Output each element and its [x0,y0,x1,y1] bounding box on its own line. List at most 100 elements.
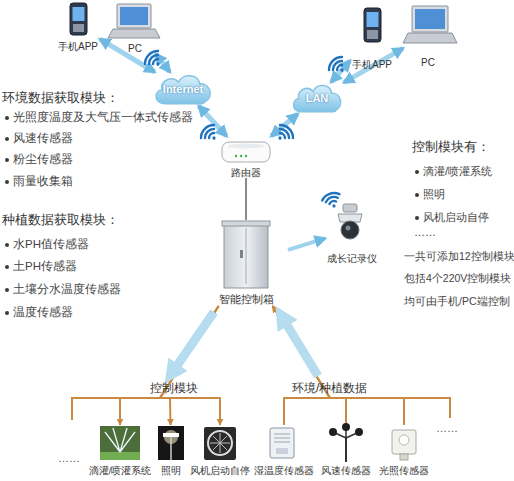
router-light [245,155,247,157]
camera-node: 成长记录仪 [325,196,379,264]
router-node: 路由器 [218,136,274,178]
list-item: 风速传感器 [13,132,73,146]
cloud-outline [156,76,210,104]
camera-mount [343,204,357,212]
light-sensor-photo [392,430,416,460]
phone-body [70,3,87,35]
sensor-mount [400,454,408,460]
list-item: 温度传感器 [13,306,73,320]
network-cloud: LAN [290,82,344,114]
controller-node: 智能控制箱 [204,220,288,306]
camera-dome [341,221,359,239]
laptop-lid [412,6,448,32]
wifi-symbol [142,48,165,71]
lamp-head [163,433,179,437]
bus-connector [273,306,404,425]
phone-icon [70,3,87,35]
device-node: 手机APP [56,0,100,52]
router-light [240,155,242,157]
router-light [235,155,237,157]
bus-connector [160,306,220,425]
laptop-icon [403,6,457,43]
wifi-dot [340,68,345,73]
phone-screen [73,7,85,21]
photo-ground [100,452,140,460]
bullet [415,170,419,174]
section-heading: 环境数据获取模块： [2,90,119,106]
fan-housing [204,427,236,460]
bus-connector [120,306,219,425]
bullet [5,180,9,184]
router-icon [222,142,270,162]
ellipsis: …… [58,452,80,465]
laptop-base [108,29,160,38]
network-link [156,54,170,72]
list-item: 滴灌/喷灌系统 [423,165,492,178]
network-link [100,39,155,72]
node-label: 光照传感器 [379,466,429,477]
wifi-arc [198,122,214,138]
note-text: 包括4个220V控制模块 [404,272,511,285]
cabinet-icon [222,221,270,288]
anemometer-cup [329,428,337,436]
node-label: 路由器 [231,167,261,179]
wifi-symbol [321,191,343,211]
list-item: 水PH值传感器 [13,238,89,252]
section-heading: 控制模块有： [412,140,490,155]
sensor-housing [392,430,416,454]
ellipsis: …… [436,422,458,435]
cabinet-handle [240,250,243,258]
network-link [344,48,403,82]
list-item: 粉尘传感器 [13,153,73,167]
wifi-dot [332,204,336,208]
sensor-vents [274,434,290,442]
node-label: PC [128,43,142,55]
wifi-symbol [326,54,349,77]
node-label: 智能控制箱 [219,293,274,306]
bullet [5,137,9,141]
node-label: 风机启动自停 [190,466,250,477]
node-label: 照明 [161,466,181,477]
bus-wire [72,398,120,420]
wifi-arc [280,122,296,138]
wifi-arc [326,54,342,70]
device-node: PC [112,0,158,54]
bullet [415,193,419,197]
bullet [5,265,9,269]
cable-link [245,178,247,220]
bullet [5,311,9,315]
node-label: 手机APP [352,59,392,71]
bus-connector [273,306,346,425]
list-item: 光照度温度及大气压一体式传感器 [13,111,193,125]
control-device: 照明 [156,425,186,477]
node-label: PC [421,57,435,69]
ellipsis: …… [414,226,436,239]
list-item: 土PH传感器 [13,260,77,274]
photo-background [158,426,184,460]
section-heading: 种植数据获取模块： [2,212,119,228]
control-device: 滴灌/喷灌系统 [86,425,154,477]
anemometer-cup [342,423,350,431]
laptop-base [403,33,457,43]
wifi-arc [142,48,158,64]
camera-lens [346,226,351,231]
bus-label: 环境/种植数据 [292,381,367,395]
sprinkler-photo [100,426,140,460]
network-cloud: Internet [152,72,214,106]
camera-icon [338,204,362,239]
fan-photo [204,427,236,460]
anemometer-pole [345,438,347,462]
list-item: 土壤分水温度传感器 [13,283,121,297]
wifi-dot [212,136,217,141]
fan-ring [208,431,232,455]
node-label: 湿温度传感器 [254,466,314,477]
lamp-post [170,437,172,460]
humidity-sensor-photo [270,428,294,458]
bus-connector [273,306,330,425]
bullet [5,158,9,162]
node-label: 手机APP [58,41,98,53]
node-label: 滴灌/喷灌系统 [89,466,152,477]
bullet [5,116,9,120]
